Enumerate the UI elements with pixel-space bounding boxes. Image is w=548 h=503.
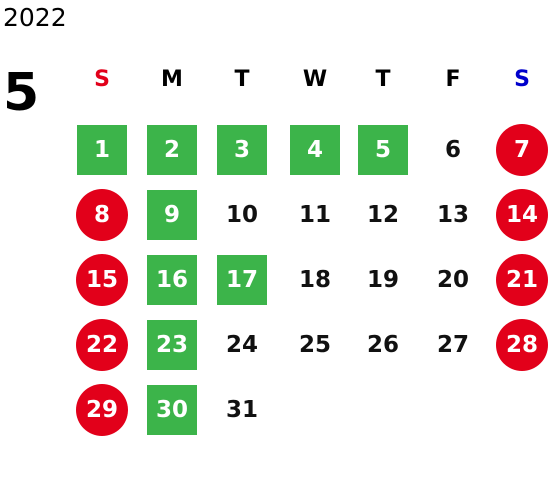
day-cell[interactable]: 25 [298,332,331,358]
day-cell[interactable]: 1 [77,125,127,175]
weekday-label: S [94,67,110,92]
weekday-label: M [161,67,183,92]
day-cell[interactable]: 28 [496,319,548,371]
day-cell[interactable]: 15 [76,254,128,306]
month-number: 5 [3,63,40,123]
day-cell[interactable]: 26 [366,332,399,358]
day-cell[interactable]: 24 [225,332,258,358]
day-cell[interactable]: 21 [496,254,548,306]
day-cell[interactable]: 9 [147,190,197,240]
day-cell[interactable]: 3 [217,125,267,175]
day-cell[interactable]: 20 [436,267,469,293]
day-cell[interactable]: 19 [366,267,399,293]
day-cell[interactable]: 17 [217,255,267,305]
day-cell[interactable]: 18 [298,267,331,293]
weekday-label: T [375,67,391,92]
day-cell[interactable]: 27 [436,332,469,358]
weekday-label: F [445,67,461,92]
day-cell[interactable]: 23 [147,320,197,370]
day-cell[interactable]: 16 [147,255,197,305]
day-cell[interactable]: 11 [298,202,331,228]
day-cell[interactable]: 30 [147,385,197,435]
day-cell[interactable]: 10 [225,202,258,228]
day-cell[interactable]: 6 [444,137,461,163]
day-cell[interactable]: 2 [147,125,197,175]
day-cell[interactable]: 12 [366,202,399,228]
day-cell[interactable]: 31 [225,397,258,423]
weekday-label: S [514,67,530,92]
day-cell[interactable]: 29 [76,384,128,436]
year-label: 2022 [3,3,67,32]
day-cell[interactable]: 8 [76,189,128,241]
day-cell[interactable]: 22 [76,319,128,371]
day-cell[interactable]: 13 [436,202,469,228]
weekday-label: T [234,67,250,92]
day-cell[interactable]: 4 [290,125,340,175]
day-cell[interactable]: 7 [496,124,548,176]
weekday-label: W [302,67,328,92]
day-cell[interactable]: 5 [358,125,408,175]
day-cell[interactable]: 14 [496,189,548,241]
